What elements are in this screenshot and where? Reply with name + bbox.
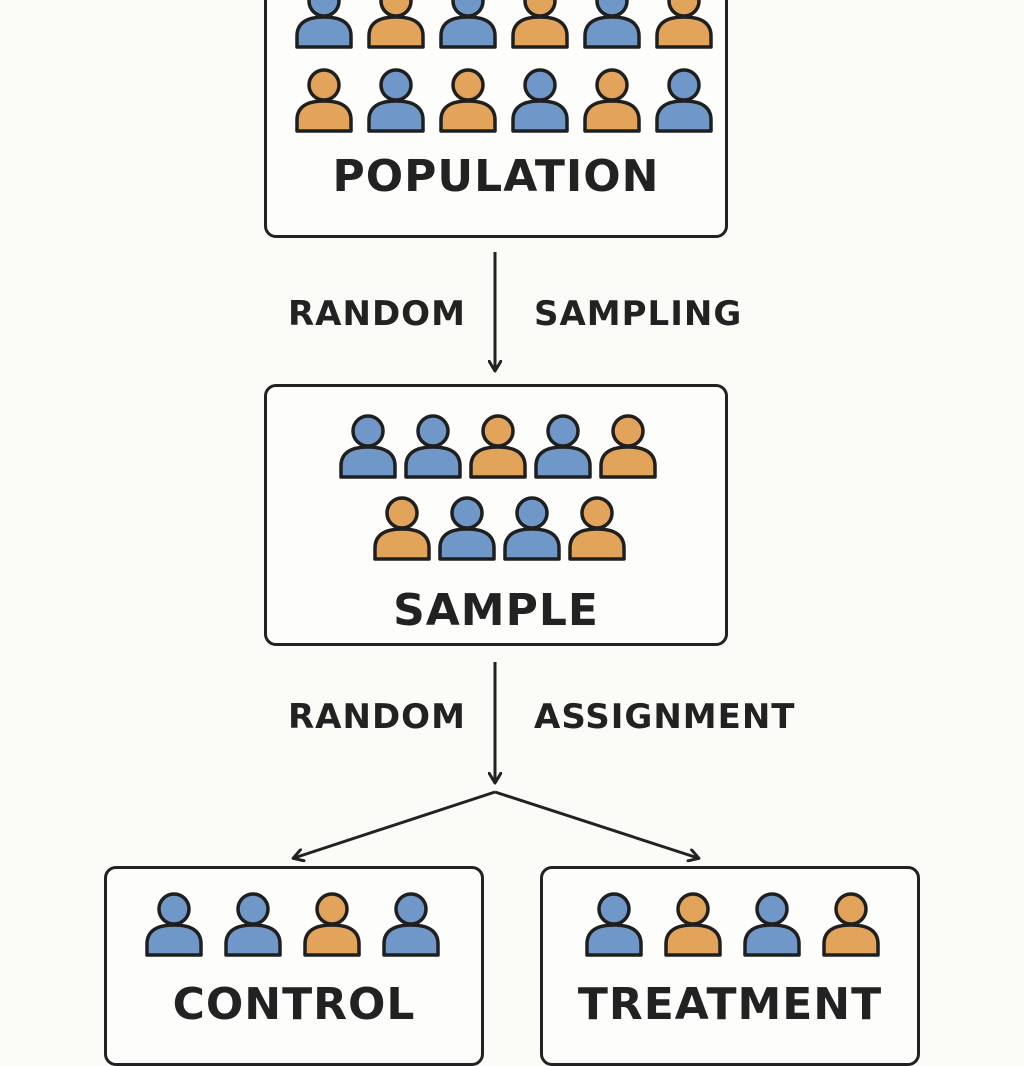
person-icon (581, 65, 643, 139)
arrow-to-treatment (494, 790, 698, 858)
person-icon (301, 889, 363, 963)
person-icon (293, 0, 355, 55)
person-icon (437, 0, 499, 55)
person-icon (566, 493, 628, 567)
control-label: CONTROL (172, 979, 416, 1030)
random-assignment-left-label: RANDOM (288, 697, 466, 737)
person-icon (653, 0, 715, 55)
person-icon (467, 411, 529, 485)
person-icon (365, 65, 427, 139)
person-icon (293, 65, 355, 139)
person-icon (402, 411, 464, 485)
person-icon (581, 0, 643, 55)
person-icon (509, 65, 571, 139)
person-icon (337, 411, 399, 485)
person-icon (532, 411, 594, 485)
person-icon (597, 411, 659, 485)
population-box: POPULATION (264, 0, 728, 238)
random-sampling-left-label: RANDOM (288, 294, 466, 334)
person-icon (365, 0, 427, 55)
treatment-box: TREATMENT (540, 866, 920, 1066)
person-icon (143, 889, 205, 963)
sample-box: SAMPLE (264, 384, 728, 646)
random-sampling-right-label: SAMPLING (534, 294, 743, 334)
person-icon (437, 65, 499, 139)
person-icon (509, 0, 571, 55)
person-icon (820, 889, 882, 963)
person-icon (222, 889, 284, 963)
arrow-to-control (294, 790, 496, 858)
arrows-layer (0, 252, 1024, 1024)
person-icon (583, 889, 645, 963)
person-icon (741, 889, 803, 963)
person-icon (371, 493, 433, 567)
treatment-label: TREATMENT (577, 979, 883, 1030)
person-icon (653, 65, 715, 139)
person-icon (436, 493, 498, 567)
random-assignment-right-label: ASSIGNMENT (534, 697, 796, 737)
person-icon (501, 493, 563, 567)
control-box: CONTROL (104, 866, 484, 1066)
population-label: POPULATION (332, 151, 660, 202)
sample-label: SAMPLE (393, 585, 599, 636)
person-icon (662, 889, 724, 963)
person-icon (380, 889, 442, 963)
